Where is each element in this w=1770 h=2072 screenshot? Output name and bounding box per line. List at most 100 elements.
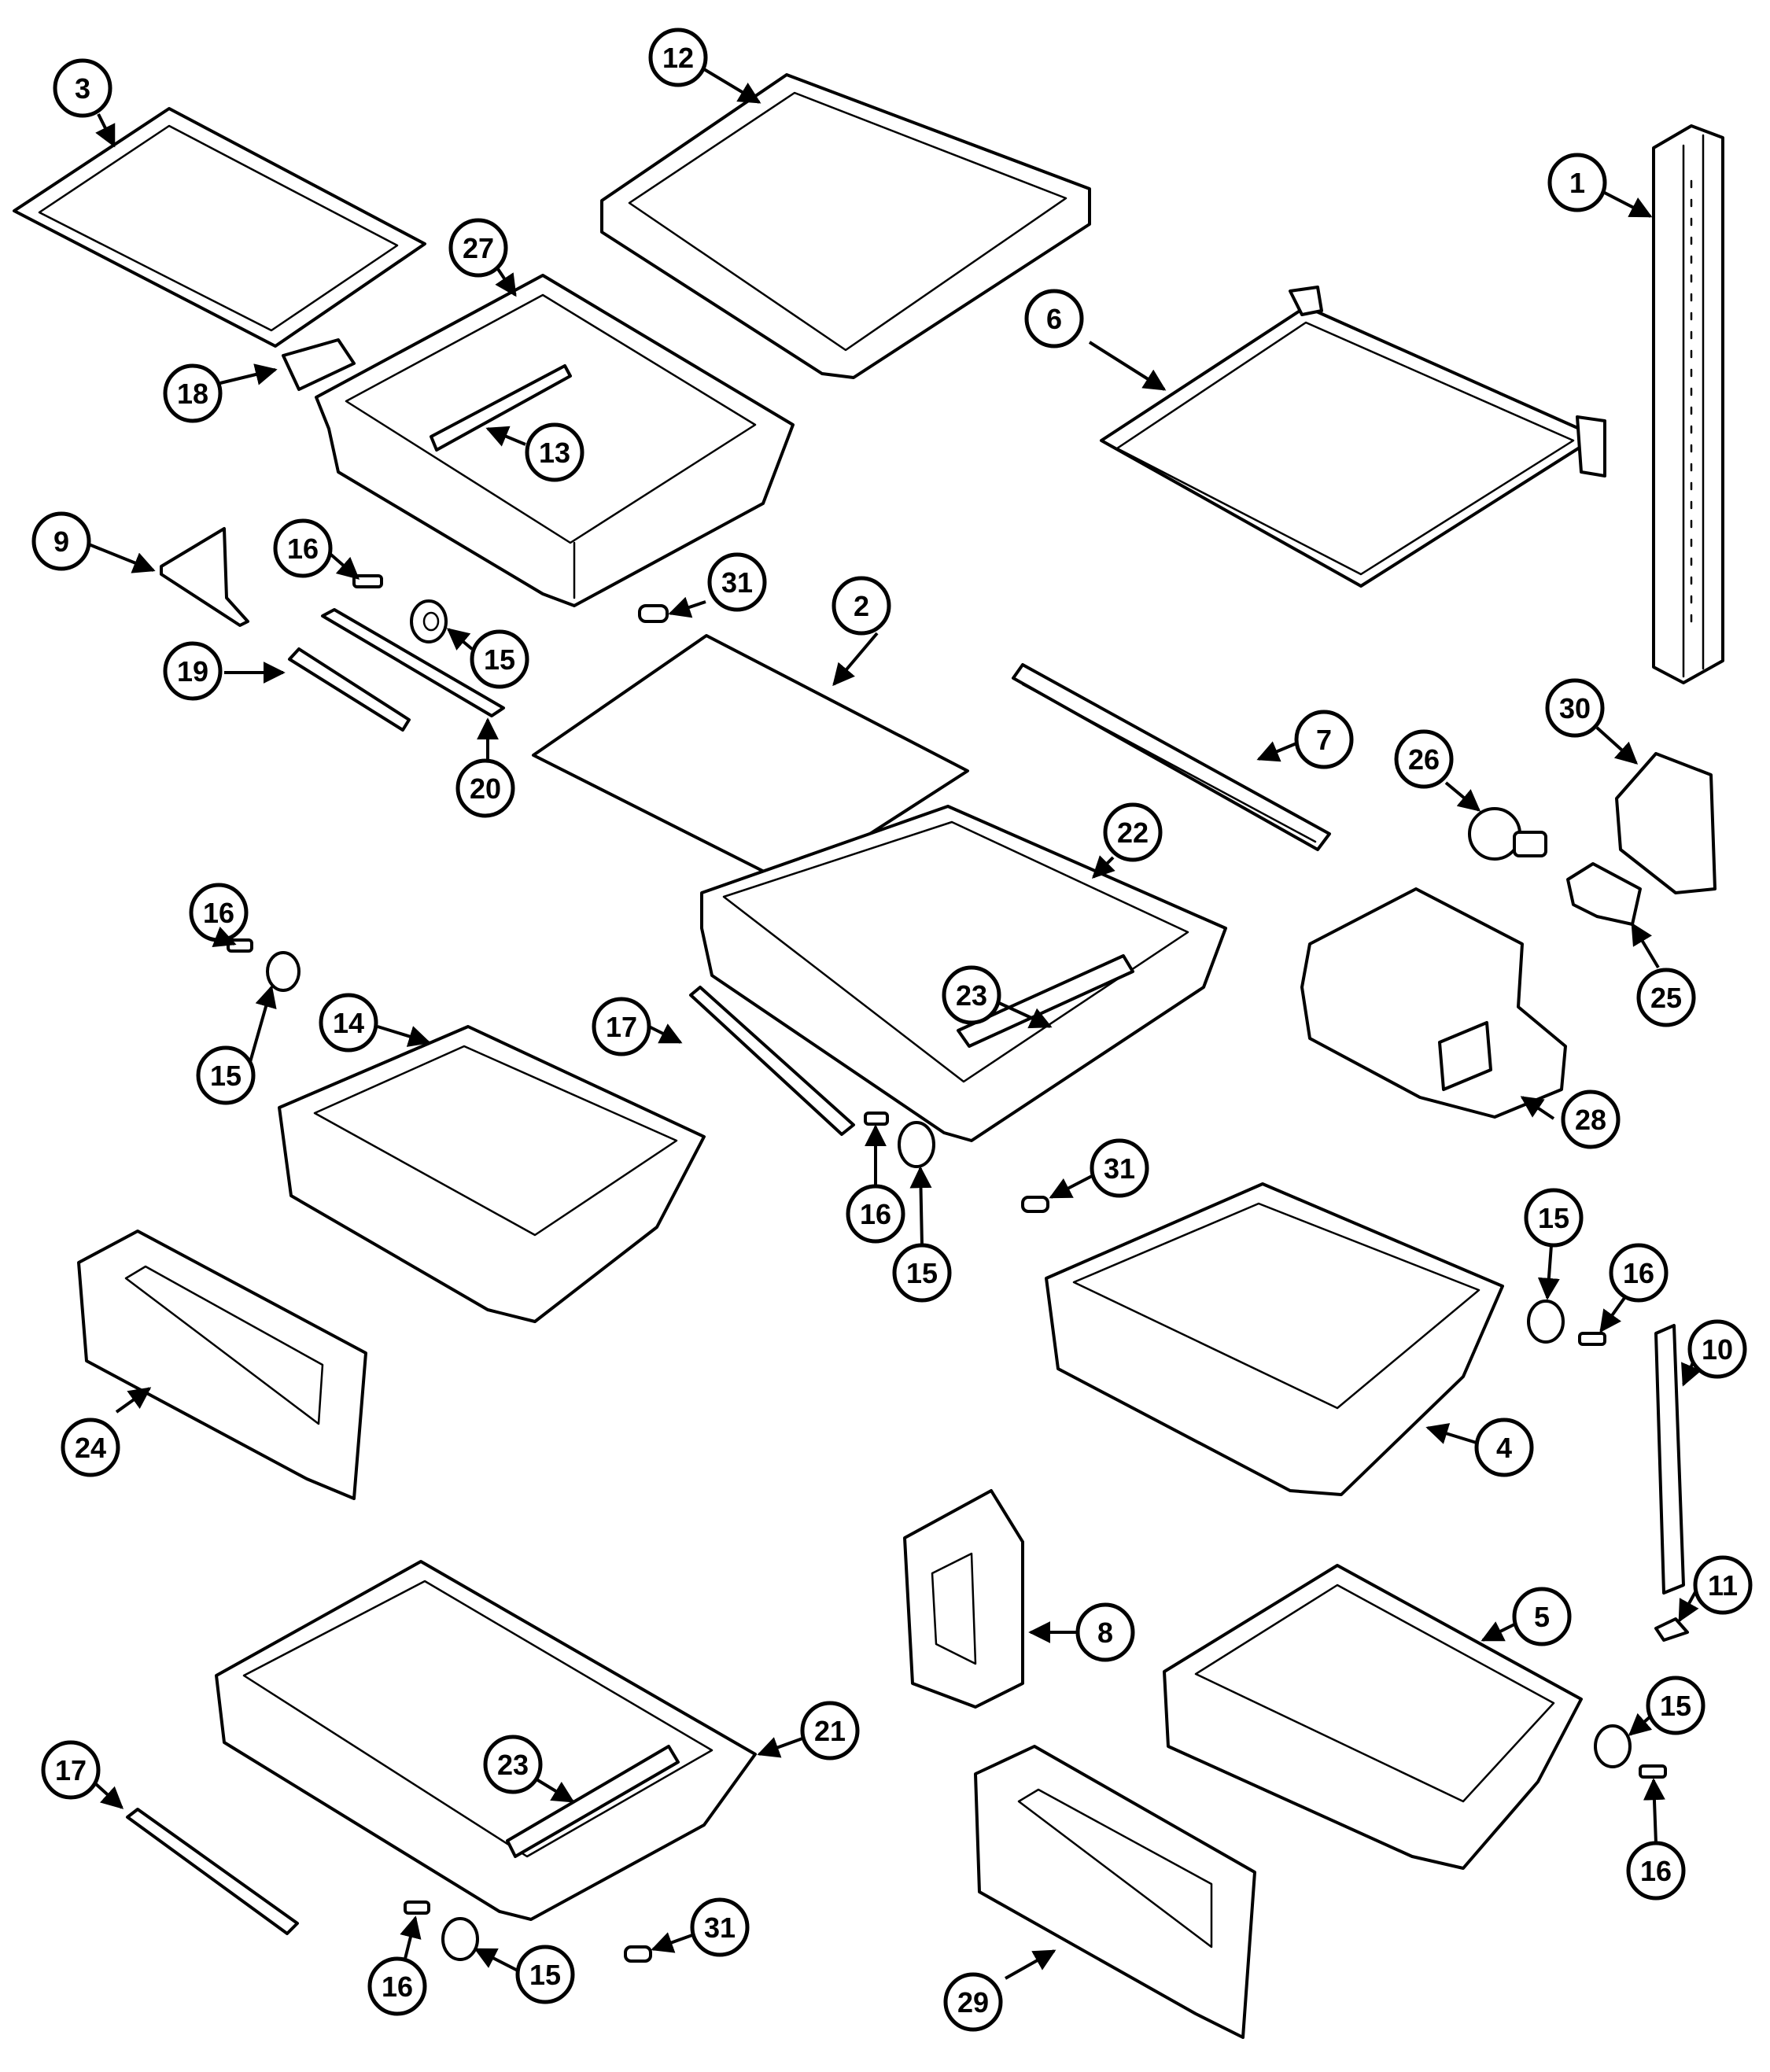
callout-1: 1 bbox=[1547, 153, 1607, 212]
part-crisper-5 bbox=[1163, 1564, 1583, 1870]
callout-10: 10 bbox=[1687, 1319, 1747, 1379]
leader-lines bbox=[84, 65, 1702, 1980]
callout-25: 25 bbox=[1636, 968, 1696, 1027]
part-front-24 bbox=[77, 1230, 367, 1500]
part-panel-8 bbox=[903, 1489, 1024, 1709]
callout-20: 20 bbox=[455, 758, 515, 818]
callout-31-c: 31 bbox=[690, 1897, 750, 1957]
callout-17-a: 17 bbox=[592, 997, 651, 1056]
part-seal-23-a bbox=[957, 954, 1134, 1048]
svg-text:7: 7 bbox=[1316, 724, 1332, 756]
svg-text:22: 22 bbox=[1117, 817, 1149, 849]
svg-text:15: 15 bbox=[1538, 1202, 1569, 1234]
part-slide-17-a bbox=[689, 986, 855, 1136]
part-screw-16-f bbox=[404, 1901, 430, 1915]
svg-text:9: 9 bbox=[53, 525, 69, 558]
part-screw-16-d bbox=[1578, 1332, 1606, 1346]
part-screw-16-c bbox=[864, 1112, 889, 1126]
callout-9: 9 bbox=[31, 511, 91, 571]
part-roller-15-b bbox=[266, 951, 301, 992]
svg-text:13: 13 bbox=[539, 437, 570, 469]
svg-text:4: 4 bbox=[1496, 1432, 1512, 1464]
svg-text:19: 19 bbox=[177, 655, 208, 688]
part-front-29 bbox=[974, 1745, 1256, 2039]
svg-text:26: 26 bbox=[1408, 743, 1440, 776]
callout-15-c: 15 bbox=[892, 1243, 952, 1303]
part-divider-13 bbox=[430, 364, 572, 452]
callout-3: 3 bbox=[53, 58, 112, 118]
part-screw-31-c bbox=[624, 1945, 652, 1963]
part-shelf-frame-3 bbox=[13, 107, 426, 348]
part-bulb-26 bbox=[1468, 807, 1547, 861]
callout-16-f: 16 bbox=[367, 1956, 427, 2016]
callout-11: 11 bbox=[1693, 1555, 1753, 1615]
svg-text:20: 20 bbox=[470, 772, 501, 805]
svg-text:5: 5 bbox=[1534, 1601, 1550, 1633]
part-screw-16-a bbox=[352, 574, 383, 588]
svg-text:29: 29 bbox=[957, 1986, 989, 2019]
svg-text:25: 25 bbox=[1650, 982, 1682, 1014]
part-trim-7 bbox=[1012, 663, 1331, 851]
svg-text:15: 15 bbox=[210, 1060, 242, 1092]
callout-5: 5 bbox=[1512, 1587, 1572, 1646]
part-slide-17-b bbox=[126, 1808, 299, 1935]
part-screw-31-b bbox=[1021, 1196, 1049, 1213]
callout-31-b: 31 bbox=[1090, 1138, 1149, 1198]
part-roller-15-a bbox=[410, 599, 448, 643]
callout-6: 6 bbox=[1024, 289, 1084, 348]
svg-text:16: 16 bbox=[860, 1198, 891, 1230]
svg-text:8: 8 bbox=[1097, 1617, 1113, 1649]
callout-23-b: 23 bbox=[483, 1735, 543, 1794]
part-screw-16-e bbox=[1639, 1764, 1667, 1779]
svg-text:15: 15 bbox=[906, 1257, 938, 1289]
callout-15-f: 15 bbox=[515, 1945, 575, 2004]
part-glass-2 bbox=[532, 634, 969, 887]
svg-text:27: 27 bbox=[463, 232, 494, 264]
callout-17-b: 17 bbox=[41, 1740, 101, 1800]
part-shelf-6 bbox=[1100, 286, 1606, 588]
svg-text:21: 21 bbox=[814, 1715, 846, 1747]
callout-14: 14 bbox=[319, 993, 378, 1053]
svg-text:10: 10 bbox=[1702, 1333, 1733, 1366]
part-seal-23-b bbox=[506, 1745, 680, 1858]
svg-text:3: 3 bbox=[75, 72, 90, 105]
part-socket-25 bbox=[1566, 862, 1642, 926]
svg-text:31: 31 bbox=[704, 1912, 736, 1944]
callout-16-a: 16 bbox=[273, 518, 333, 578]
callout-18: 18 bbox=[163, 363, 223, 423]
callout-4: 4 bbox=[1474, 1418, 1534, 1477]
svg-text:16: 16 bbox=[1623, 1257, 1654, 1289]
callout-22: 22 bbox=[1103, 802, 1163, 862]
callout-15-d: 15 bbox=[1524, 1188, 1584, 1248]
svg-text:23: 23 bbox=[956, 979, 987, 1012]
callout-19: 19 bbox=[163, 641, 223, 701]
callout-16-e: 16 bbox=[1626, 1841, 1686, 1901]
svg-text:11: 11 bbox=[1708, 1569, 1738, 1602]
part-rail-20 bbox=[321, 608, 505, 717]
part-clip-11 bbox=[1654, 1617, 1689, 1642]
svg-text:15: 15 bbox=[529, 1959, 561, 1991]
part-roller-15-f bbox=[441, 1917, 479, 1961]
part-screw-31-a bbox=[638, 604, 669, 623]
callout-26: 26 bbox=[1394, 729, 1454, 789]
svg-text:15: 15 bbox=[1660, 1690, 1691, 1722]
part-light-cover-30 bbox=[1615, 752, 1717, 894]
part-rail-1 bbox=[1652, 124, 1724, 684]
part-trim-10 bbox=[1654, 1324, 1685, 1595]
svg-text:31: 31 bbox=[1104, 1152, 1135, 1185]
callout-23-a: 23 bbox=[942, 965, 1001, 1025]
svg-text:2: 2 bbox=[854, 590, 869, 622]
callout-29: 29 bbox=[943, 1972, 1003, 2032]
callout-13: 13 bbox=[525, 422, 584, 482]
part-crisper-4 bbox=[1045, 1182, 1504, 1496]
callout-7: 7 bbox=[1294, 710, 1354, 769]
svg-text:28: 28 bbox=[1575, 1104, 1606, 1136]
part-bracket-9 bbox=[160, 527, 249, 627]
svg-text:16: 16 bbox=[382, 1971, 413, 2003]
callout-27: 27 bbox=[448, 218, 508, 278]
svg-text:18: 18 bbox=[177, 378, 208, 410]
svg-text:16: 16 bbox=[203, 897, 234, 929]
part-roller-15-c bbox=[898, 1121, 935, 1168]
callout-31-a: 31 bbox=[707, 552, 767, 612]
